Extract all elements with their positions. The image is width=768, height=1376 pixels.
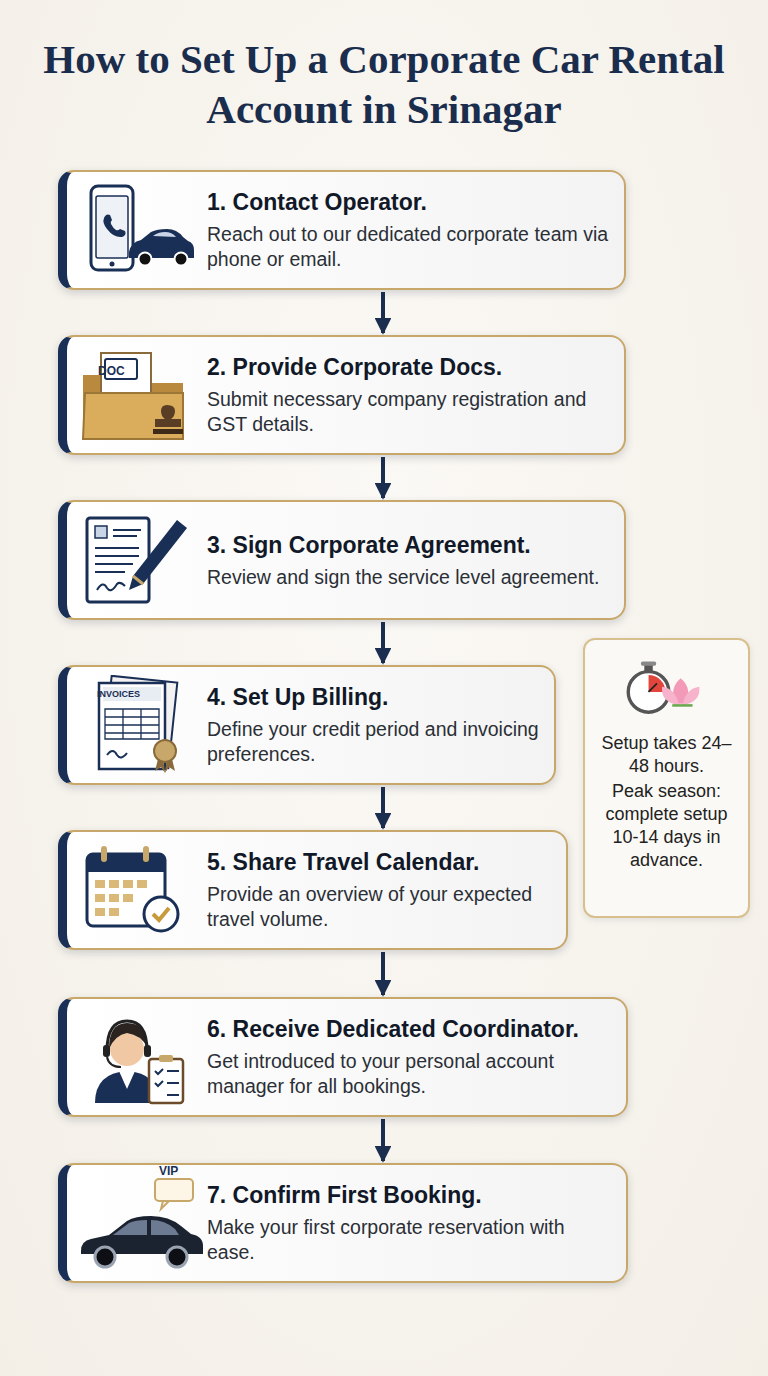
process-box: 1. Contact Operator. Reach out to our ded… — [58, 170, 626, 290]
flow-arrow — [381, 622, 385, 663]
step-description: Reach out to our dedicated corporate tea… — [207, 222, 610, 272]
icon-label: INVOICES — [97, 689, 140, 699]
flow-arrow — [381, 292, 385, 333]
step-description: Define your credit period and invoicing … — [207, 717, 540, 767]
flow-arrow — [381, 1119, 385, 1161]
process-box: 2. Provide Corporate Docs. Submit necessa… — [58, 335, 626, 455]
flow-arrow — [381, 787, 385, 828]
step-heading: 6. Receive Dedicated Coordinator. — [207, 1015, 612, 1043]
step-heading: 5. Share Travel Calendar. — [207, 848, 552, 876]
note-box: Setup takes 24–48 hours.Peak season: com… — [583, 638, 750, 918]
step-icon — [77, 345, 207, 445]
step-icon — [77, 1173, 207, 1273]
flow-arrow — [381, 457, 385, 498]
note-text: Peak season: complete setup 10-14 days i… — [593, 780, 740, 872]
step-heading: 7. Confirm First Booking. — [207, 1181, 612, 1209]
step-icon — [77, 180, 207, 280]
process-box: 5. Share Travel Calendar. Provide an over… — [58, 830, 568, 950]
process-box: 6. Receive Dedicated Coordinator. Get int… — [58, 997, 628, 1117]
step-icon — [613, 646, 723, 731]
step-heading: 1. Contact Operator. — [207, 188, 610, 216]
icon-label: VIP — [159, 1164, 178, 1178]
step-heading: 2. Provide Corporate Docs. — [207, 353, 610, 381]
step-description: Review and sign the service level agreem… — [207, 565, 610, 590]
step-description: Submit necessary company registration an… — [207, 387, 610, 437]
diagram-title: How to Set Up a Corporate Car Rental Acc… — [24, 34, 744, 134]
step-description: Make your first corporate reservation wi… — [207, 1215, 612, 1265]
step-heading: 3. Sign Corporate Agreement. — [207, 531, 610, 559]
process-box: 4. Set Up Billing. Define your credit per… — [58, 665, 556, 785]
icon-label: DOC — [98, 364, 125, 378]
step-icon — [77, 1007, 207, 1107]
flow-arrow — [381, 952, 385, 995]
step-description: Get introduced to your personal account … — [207, 1049, 612, 1099]
step-heading: 4. Set Up Billing. — [207, 683, 540, 711]
step-description: Provide an overview of your expected tra… — [207, 882, 552, 932]
note-text: Setup takes 24–48 hours. — [593, 732, 740, 778]
step-icon — [77, 675, 207, 775]
step-icon — [77, 510, 207, 610]
process-box: 3. Sign Corporate Agreement. Review and s… — [58, 500, 626, 620]
step-icon — [77, 840, 207, 940]
process-box: 7. Confirm First Booking. Make your first… — [58, 1163, 628, 1283]
